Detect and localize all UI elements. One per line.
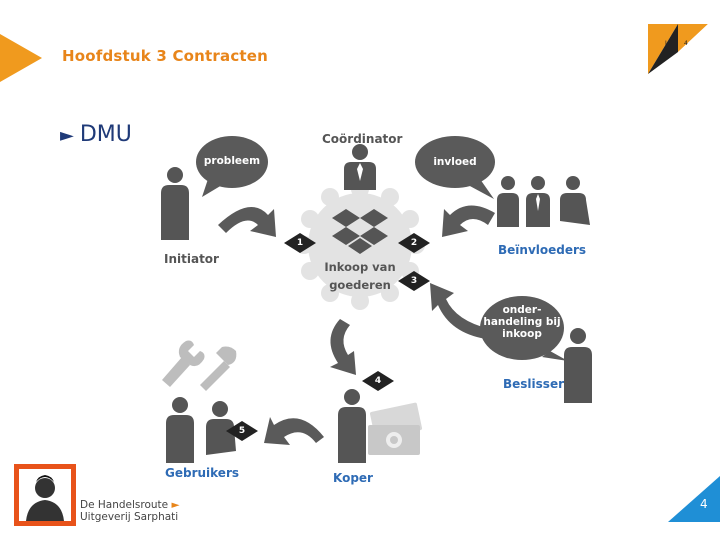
beslisser-person-icon (564, 328, 592, 403)
coordinator-label: Coördinator (322, 132, 403, 146)
step-3-label: 3 (410, 276, 418, 286)
onderhandeling-bubble-text-1: onder- (502, 304, 542, 316)
onderhandeling-bubble-icon (480, 296, 568, 361)
step-2-diamond-icon (398, 233, 430, 253)
page-number-triangle (668, 476, 720, 522)
chapter-title: Hoofdstuk 3 Contracten (62, 47, 269, 65)
publisher-portrait-logo (14, 464, 76, 526)
beinvloeders-people-icon (497, 176, 590, 227)
left-orange-triangle (0, 34, 42, 82)
arrow-beinvloeders-icon (442, 205, 495, 237)
center-text-line2: goederen (329, 278, 391, 292)
koper-person-icon (338, 389, 366, 463)
publisher-line2: Uitgeverij Sarphati (80, 511, 179, 523)
coordinator-person-icon (344, 144, 376, 190)
step-4-label: 4 (374, 376, 382, 386)
heading-text: DMU (79, 122, 132, 147)
arrow-initiator-icon (218, 207, 276, 237)
publisher-name: De Handelsroute ► (80, 499, 180, 511)
probleem-bubble-text: probleem (203, 155, 261, 167)
publisher-arrow-icon: ► (171, 499, 180, 511)
probleem-bubble-icon (196, 136, 268, 197)
initiator-person-icon (161, 167, 189, 240)
arrow-coordinator-to-koper-icon (330, 319, 356, 375)
gebruikers-label: Gebruikers (165, 466, 240, 480)
page-number: 4 (700, 497, 708, 511)
slide-heading: ►DMU (60, 122, 132, 147)
dmu-diagram (161, 136, 592, 463)
beinvloeders-label: Beïnvloeders (498, 243, 587, 257)
money-icon (368, 402, 423, 455)
koper-label: Koper (333, 471, 373, 485)
beslisser-label: Beslisser (503, 377, 564, 391)
invloed-bubble-text: invloed (433, 156, 477, 168)
arrow-beslisser-icon (430, 283, 490, 339)
step-2-label: 2 (410, 238, 418, 248)
corner-logo-icon (648, 24, 708, 74)
corner-letter-right: 4 (684, 40, 688, 47)
step-5-label: 5 (238, 426, 246, 436)
onderhandeling-bubble-text-2: handeling bij (483, 316, 561, 328)
step-1-diamond-icon (284, 233, 316, 253)
onderhandeling-bubble-text-3: inkoop (502, 328, 542, 340)
step-1-label: 1 (296, 238, 304, 248)
step-3-diamond-icon (398, 271, 430, 291)
tools-icon (162, 340, 237, 391)
invloed-bubble-icon (415, 136, 495, 199)
gebruikers-people-icon (166, 397, 236, 463)
corner-letter-left: L (665, 40, 669, 47)
step-4-diamond-icon (362, 371, 394, 391)
initiator-label: Initiator (164, 252, 219, 266)
step-5-diamond-icon (226, 421, 258, 441)
publisher-line1: De Handelsroute (80, 499, 169, 511)
center-text-line1: Inkoop van (324, 260, 396, 274)
heading-marker: ► (60, 125, 74, 146)
arrow-koper-to-gebruikers-icon (264, 417, 324, 445)
